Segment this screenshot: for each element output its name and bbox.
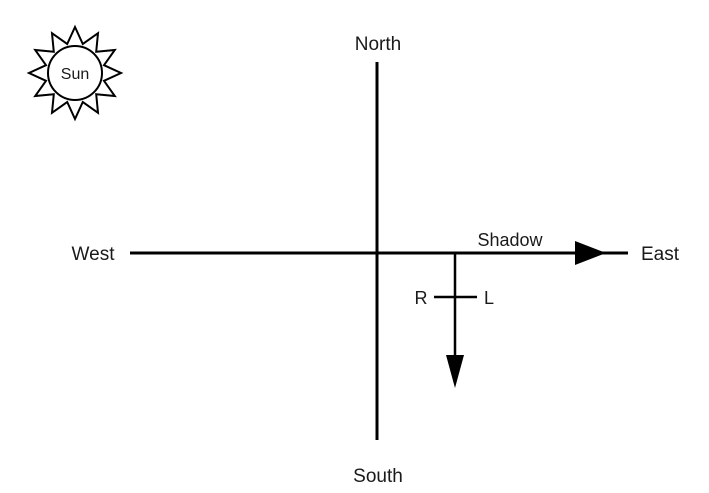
left-hand-label: L [484,288,494,308]
north-label: North [355,34,401,55]
west-label: West [72,244,116,265]
sun-label: Sun [61,66,89,83]
sun-circle [47,45,103,101]
south-label: South [353,466,403,487]
east-label: East [641,244,680,265]
right-hand-label: R [415,288,428,308]
east-arrowhead-icon [575,241,606,265]
sun-icon: Sun [26,24,124,122]
shadow-label: Shadow [477,230,543,250]
south-arrowhead-icon [446,355,464,388]
